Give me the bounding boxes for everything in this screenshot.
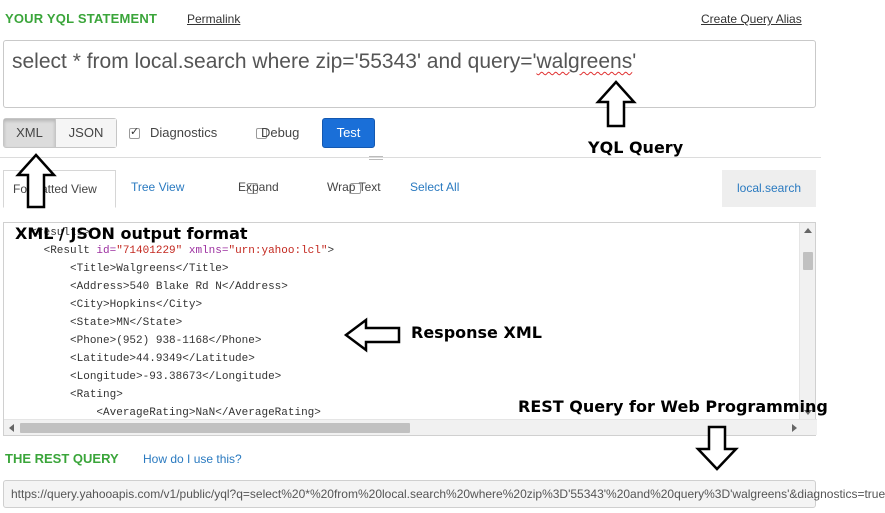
xml-token-tag: </City> [155,299,203,311]
xml-token-tag: <Longitude> [70,371,143,383]
scroll-left-icon[interactable] [9,424,14,432]
annotation-response-xml: Response XML [411,323,542,342]
json-format-button[interactable]: JSON [56,119,116,147]
xml-line: <City>Hopkins</City> [4,296,800,314]
xml-token-tag: </State> [129,317,183,329]
xml-token-tag: > [327,245,335,257]
tab-tree-view[interactable]: Tree View [131,180,185,194]
xml-token-tag: </Address> [221,281,288,293]
xml-line: <Longitude>-93.38673</Longitude> [4,368,800,386]
xml-line: <results> [4,224,800,242]
xml-token-txt: MN [116,317,130,329]
debug-checkbox[interactable] [255,128,267,139]
statement-misspelled-word: walgreens [536,50,633,73]
xml-token-txt: NaN [195,407,216,419]
statement-text: select * from local.search where zip='55… [12,50,537,73]
xml-line: <Phone>(952) 938-1168</Phone> [4,332,800,350]
xml-line: <Result id="71401229" xmlns="urn:yahoo:l… [4,242,800,260]
expand-checkbox[interactable] [247,183,259,194]
xml-token-tag: </AverageRating> [215,407,321,419]
xml-token-tag: <Phone> [70,335,117,347]
annotation-rest-query: REST Query for Web Programming [518,397,828,416]
xml-line: <Title>Walgreens</Title> [4,260,800,278]
scroll-up-icon[interactable] [804,228,812,233]
xml-token-txt: Walgreens [116,263,176,275]
xml-line: <Latitude>44.9349</Latitude> [4,350,800,368]
xml-token-tag: <Result [43,245,97,257]
results-panel[interactable]: <results> <Result id="71401229" xmlns="u… [3,222,817,436]
output-format-toggle: XML JSON [3,118,117,148]
xml-token-attr: id= [96,245,117,257]
resize-grip-icon[interactable] [369,156,383,160]
xml-line: <State>MN</State> [4,314,800,332]
xml-format-button[interactable]: XML [4,119,56,147]
test-button[interactable]: Test [322,118,375,148]
xml-token-tag: </Phone> [208,335,262,347]
xml-token-tag: </Latitude> [182,353,255,365]
diagnostics-checkbox[interactable] [129,125,140,139]
yql-statement-title: YOUR YQL STATEMENT [5,11,158,26]
xml-token-txt: 44.9349 [136,353,183,365]
vertical-scroll-thumb[interactable] [803,252,813,270]
xml-line: <AverageRating>NaN</AverageRating> [4,404,800,422]
table-name-tab[interactable]: local.search [722,170,816,207]
scroll-right-icon[interactable] [792,424,797,432]
up-arrow-icon [15,153,57,209]
xml-token-tag: <Address> [70,281,130,293]
xml-token-attr: xmlns= [188,245,229,257]
wrap-text-label: Wrap Text [327,180,381,194]
xml-line: <Address>540 Blake Rd N</Address> [4,278,800,296]
statement-text-end: ' [632,50,637,73]
xml-token-txt: 540 Blake Rd N [129,281,222,293]
xml-token-tag: </Title> [175,263,229,275]
horizontal-scrollbar[interactable] [4,419,817,435]
annotation-output-format: XML / JSON output format [15,224,248,243]
scroll-down-icon[interactable] [804,410,812,415]
vertical-scrollbar[interactable] [799,223,815,420]
xml-token-tag [182,245,189,257]
xml-token-tag: <City> [70,299,110,311]
xml-token-txt: (952) 938-1168 [116,335,209,347]
rest-help-link[interactable]: How do I use this? [143,452,242,466]
panel-divider [0,157,821,158]
expand-label: Expand [238,180,279,194]
xml-response-code: <results> <Result id="71401229" xmlns="u… [4,223,800,420]
down-arrow-icon [695,425,739,471]
xml-token-aval: "71401229" [116,245,183,257]
wrap-text-checkbox[interactable] [349,183,361,194]
left-arrow-icon [343,317,401,353]
up-arrow-icon [595,80,637,128]
rest-query-url-field[interactable]: https://query.yahooapis.com/v1/public/yq… [3,480,885,508]
debug-label: Debug [261,125,300,140]
xml-token-tag: <Latitude> [70,353,137,365]
diagnostics-label: Diagnostics [150,125,218,140]
xml-line: <Rating> [4,386,800,404]
create-query-alias-link[interactable]: Create Query Alias [701,12,802,26]
xml-token-tag: <State> [70,317,117,329]
xml-token-aval: "urn:yahoo:lcl" [228,245,328,257]
tab-formatted-view[interactable]: Formatted View [3,170,116,208]
annotation-yql-query: YQL Query [588,138,684,157]
rest-query-title: THE REST QUERY [5,451,119,466]
xml-token-tag: <results> [30,227,90,239]
xml-token-txt: Hopkins [109,299,156,311]
permalink-link[interactable]: Permalink [187,12,241,26]
xml-token-tag: <Title> [70,263,117,275]
xml-token-tag: </Longitude> [202,371,282,383]
select-all-link[interactable]: Select All [410,180,460,194]
xml-token-tag: <Rating> [70,389,123,401]
yql-statement-editor[interactable]: select * from local.search where zip='55… [3,40,816,108]
xml-token-txt: -93.38673 [142,371,203,383]
horizontal-scroll-thumb[interactable] [20,423,410,433]
xml-token-tag: <AverageRating> [96,407,196,419]
